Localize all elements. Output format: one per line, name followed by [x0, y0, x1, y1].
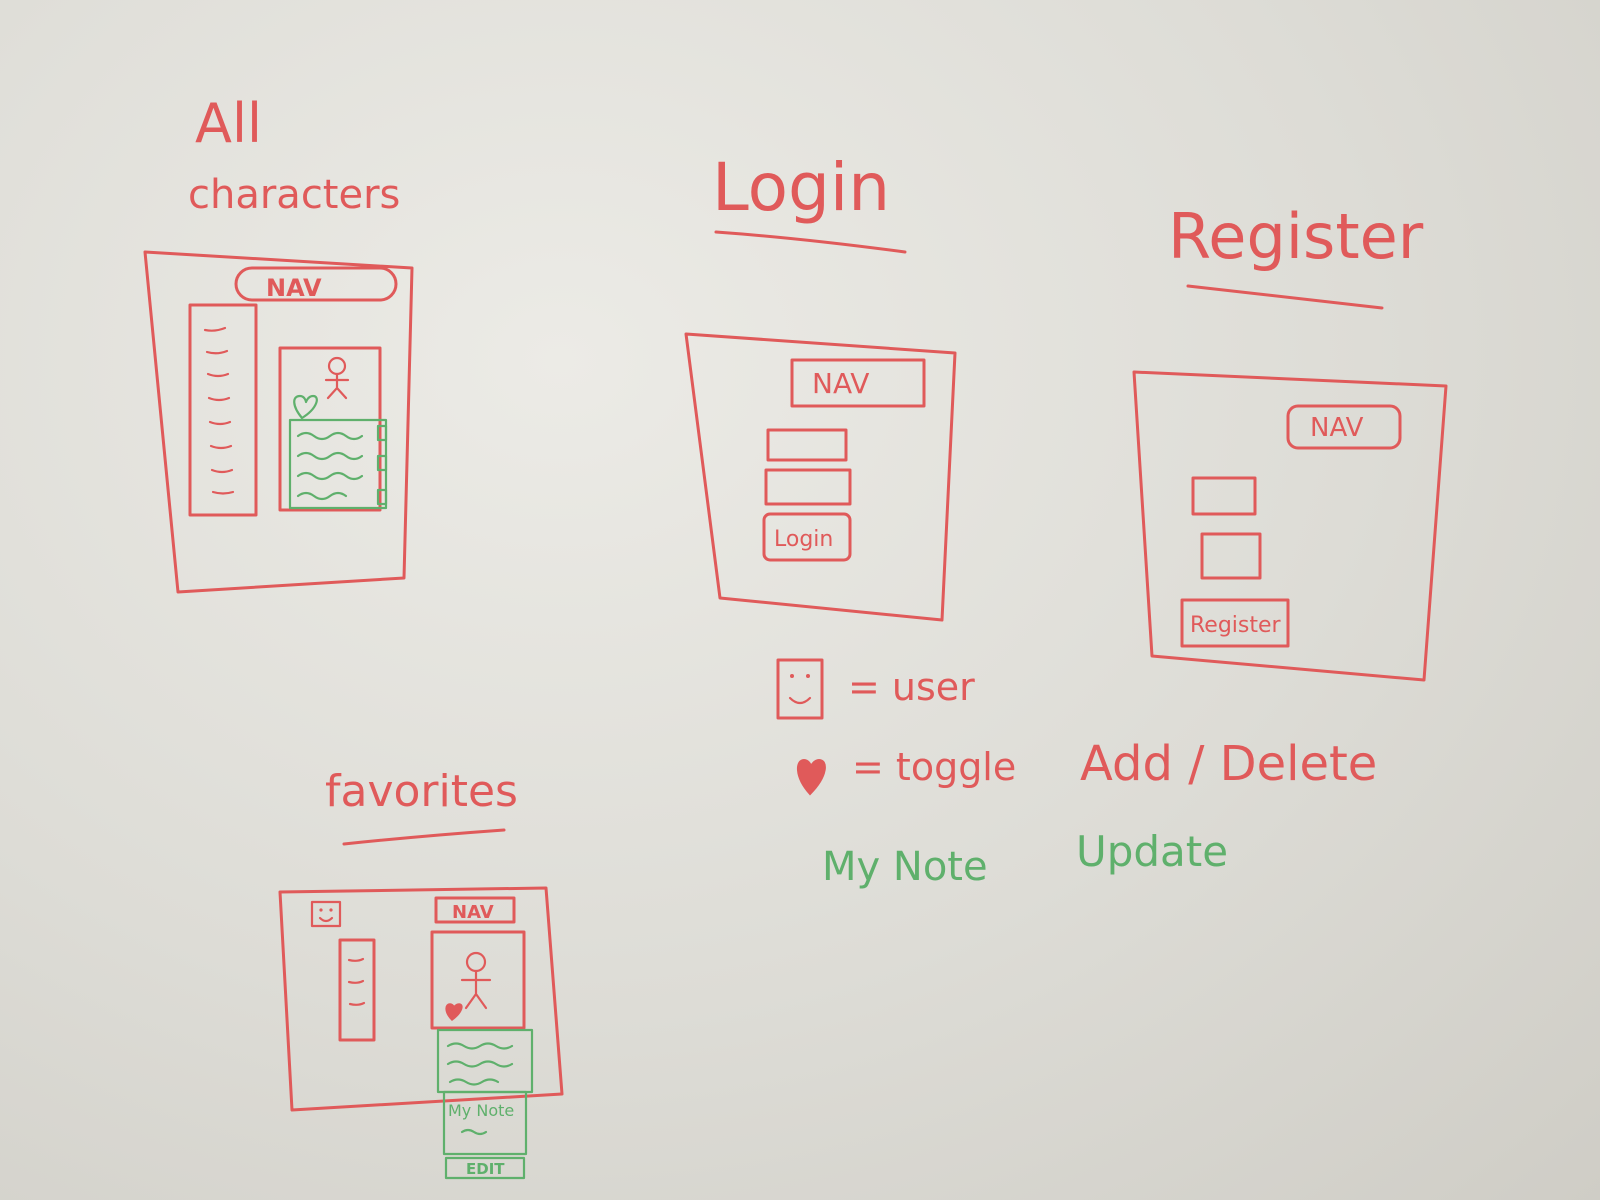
character-card — [278, 346, 382, 512]
register-title: Register — [1168, 200, 1424, 273]
smiley-user-icon — [310, 900, 342, 928]
username-field — [766, 428, 848, 462]
legend-toggle-text: = toggle — [852, 745, 1016, 789]
favorite-notes-text-lines — [446, 1042, 514, 1086]
favorite-character-card — [430, 930, 526, 1030]
my-note-panel — [442, 1090, 528, 1156]
favorites-list-items — [347, 957, 366, 1006]
login-title: Login — [712, 149, 890, 226]
nav-label: NAV — [266, 274, 322, 302]
my-note-label: My Note — [448, 1101, 514, 1120]
stick-figure-icon — [460, 951, 492, 1010]
register-button-label: Register — [1190, 613, 1282, 638]
register-title-underline — [1186, 284, 1384, 310]
favorites-title: favorites — [325, 766, 518, 817]
all-characters-title-line2: characters — [188, 172, 400, 218]
heart-icon — [797, 758, 826, 796]
nav-label: NAV — [1310, 413, 1364, 443]
all-characters-sketch: All characters NAV — [143, 92, 414, 594]
all-characters-title-line1: All — [195, 92, 262, 155]
stick-figure-icon — [324, 356, 350, 400]
login-button-label: Login — [774, 527, 833, 552]
password-field — [764, 468, 852, 506]
legend-user-text: = user — [848, 665, 975, 709]
heart-icon — [445, 1003, 463, 1021]
nav-label: NAV — [452, 902, 494, 923]
favorites-frame — [278, 886, 564, 1112]
smiley-user-icon — [776, 658, 824, 720]
nav-label: NAV — [812, 367, 869, 400]
character-list-sidebar — [188, 303, 258, 517]
edit-button — [444, 1156, 526, 1180]
register-button — [1180, 598, 1290, 648]
legend-my-note-text: My Note — [822, 844, 988, 890]
login-title-underline — [714, 230, 907, 254]
favorites-sketch: favorites NAV My Note — [278, 766, 564, 1180]
nav-box — [434, 896, 516, 924]
notes-scroll-tabs — [376, 424, 388, 506]
login-button — [762, 512, 852, 562]
legend: = user = toggle Add / Delete My Note Upd… — [776, 658, 1377, 890]
legend-update-text: Update — [1076, 827, 1228, 876]
username-field — [1191, 476, 1257, 516]
character-list-items — [203, 326, 235, 495]
my-note-scribble — [460, 1128, 488, 1136]
all-characters-frame — [143, 250, 414, 594]
password-field — [1200, 532, 1262, 580]
notes-text-lines — [296, 431, 364, 501]
login-sketch: Login NAV Login — [684, 149, 957, 622]
nav-pill — [234, 266, 398, 302]
favorites-title-underline — [342, 828, 506, 846]
register-frame — [1132, 370, 1448, 682]
nav-pill — [1286, 404, 1402, 450]
nav-box — [790, 358, 926, 408]
favorites-list-sidebar — [338, 938, 376, 1042]
login-frame — [684, 332, 957, 622]
legend-add-delete-text: Add / Delete — [1080, 736, 1377, 792]
register-sketch: Register NAV Register — [1132, 200, 1448, 682]
edit-button-label: EDIT — [466, 1160, 505, 1178]
heart-icon — [293, 394, 318, 420]
